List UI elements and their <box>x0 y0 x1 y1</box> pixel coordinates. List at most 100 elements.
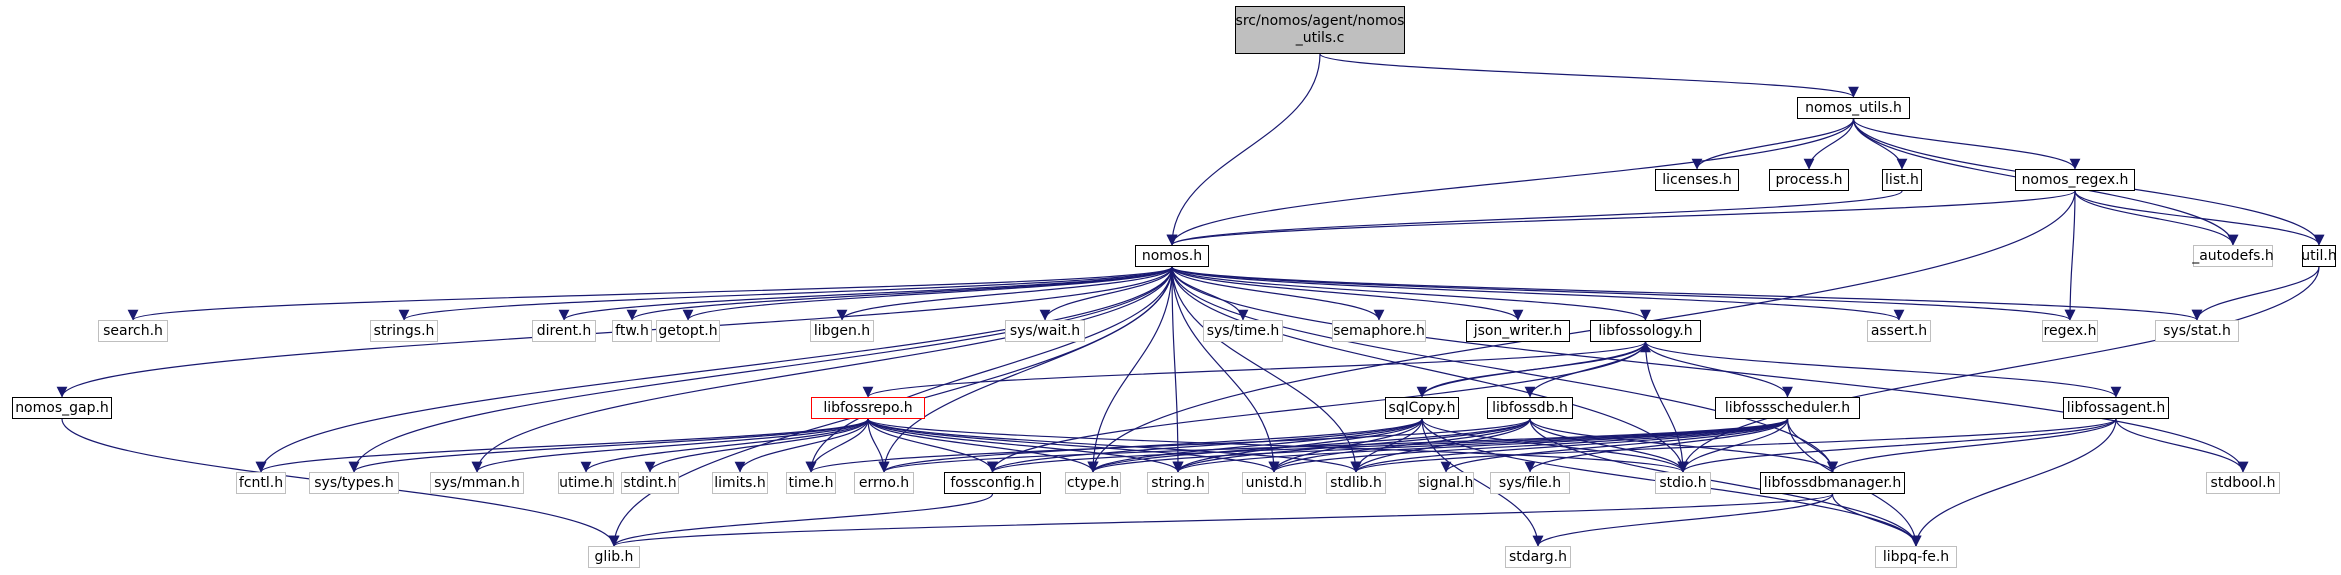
node-nomos[interactable]: nomos.h <box>1135 245 1209 267</box>
edge-util-to-stdio <box>1677 266 2320 473</box>
edge-nomos-to-json_writer <box>1171 266 1524 321</box>
edge-nomos-to-stdbool <box>1171 266 2249 473</box>
edge-libfossology-to-libfossrepo <box>862 341 1647 398</box>
node-stdio[interactable]: stdio.h <box>1655 472 1711 494</box>
node-process[interactable]: process.h <box>1769 169 1849 191</box>
node-ctype[interactable]: ctype.h <box>1065 472 1121 494</box>
node-getopt[interactable]: getopt.h <box>656 320 720 342</box>
edge-libfossscheduler-to-string <box>1172 418 1789 473</box>
node-signal[interactable]: signal.h <box>1418 472 1474 494</box>
node-fossconfig[interactable]: fossconfig.h <box>944 472 1041 494</box>
edge-libfossrepo-to-stdio <box>867 418 1689 473</box>
node-libfossdb[interactable]: libfossdb.h <box>1487 397 1573 419</box>
node-glib[interactable]: glib.h <box>588 546 640 568</box>
edge-nomos_utils-to-nomos_regex <box>1852 118 2081 170</box>
node-libgen[interactable]: libgen.h <box>810 320 874 342</box>
edge-sqlCopy-to-fossconfig <box>987 418 1423 473</box>
node-stdlib[interactable]: stdlib.h <box>1326 472 1386 494</box>
node-nomos-utils[interactable]: nomos_utils.h <box>1797 97 1910 119</box>
node-libfossscheduler[interactable]: libfossscheduler.h <box>1715 397 1860 419</box>
node-systypes[interactable]: sys/types.h <box>309 472 399 494</box>
edge-libfossscheduler-to-ctype <box>1087 418 1789 473</box>
edge-fossconfig-to-glib <box>608 493 994 547</box>
edge-libfossagent-to-libfossdbmanager <box>1827 418 2117 473</box>
edge-nomos_regex-to-ctype <box>1087 190 2076 473</box>
node-libfossrepo[interactable]: libfossrepo.h <box>811 397 925 419</box>
edge-libfossrepo-to-limits <box>734 418 869 473</box>
node-sysstat[interactable]: sys/stat.h <box>2155 320 2239 342</box>
node-errno[interactable]: errno.h <box>854 472 914 494</box>
edge-libfossscheduler-to-fossconfig <box>987 418 1789 473</box>
edge-libfossology-to-stdio <box>1644 341 1689 473</box>
edge-util-to-sysstat <box>2191 266 2320 321</box>
edge-libfossscheduler-to-sysfile <box>1524 418 1789 473</box>
node-libpqfe[interactable]: libpq-fe.h <box>1875 546 1957 568</box>
node-json-writer[interactable]: json_writer.h <box>1466 320 1570 342</box>
edge-libfossscheduler-to-unistd <box>1268 418 1789 473</box>
node-systime[interactable]: sys/time.h <box>1203 320 1283 342</box>
node-sysfile[interactable]: sys/file.h <box>1490 472 1570 494</box>
edge-nomos-to-fcntl <box>255 266 1173 473</box>
node-stdbool[interactable]: stdbool.h <box>2206 472 2280 494</box>
edge-nomos-to-libgen <box>836 266 1173 321</box>
edge-nomos_utils-to-process <box>1803 118 1855 170</box>
edge-libfossscheduler-to-libfossdbmanager <box>1786 418 1838 473</box>
edge-nomos_utils-to-licenses <box>1691 118 1855 170</box>
node-utime[interactable]: utime.h <box>558 472 614 494</box>
node-stdint[interactable]: stdint.h <box>621 472 679 494</box>
edge-nomos-to-sysmman <box>471 266 1173 473</box>
node-semaphore[interactable]: semaphore.h <box>1332 320 1426 342</box>
node-assert[interactable]: assert.h <box>1867 320 1931 342</box>
edge-libfossrepo-to-unistd <box>867 418 1280 473</box>
edge-libfossrepo-to-ctype <box>867 418 1099 473</box>
node-util[interactable]: util.h <box>2301 245 2337 267</box>
edge-nomos_regex-to-util <box>2074 190 2325 246</box>
node-ftw[interactable]: ftw.h <box>612 320 652 342</box>
node-syswait[interactable]: sys/wait.h <box>1005 320 1085 342</box>
node-dirent[interactable]: dirent.h <box>532 320 596 342</box>
edge-sqlCopy-to-libfossology <box>1421 341 1651 398</box>
node-licenses[interactable]: licenses.h <box>1655 169 1739 191</box>
node-time[interactable]: time.h <box>786 472 836 494</box>
node-sysmman[interactable]: sys/mman.h <box>430 472 524 494</box>
edge-libfossscheduler-to-stdlib <box>1350 418 1789 473</box>
node-sqlCopy[interactable]: sqlCopy.h <box>1385 397 1459 419</box>
edge-libfossdbmanager-to-libpqfe <box>1831 493 1922 547</box>
edge-libfossdb-to-libfossdbmanager <box>1529 418 1838 473</box>
node-string[interactable]: string.h <box>1147 472 1209 494</box>
node-search[interactable]: search.h <box>98 320 168 342</box>
node-fcntl[interactable]: fcntl.h <box>236 472 286 494</box>
edge-root-to-nomos <box>1166 53 1321 246</box>
node-libfossdbmanager[interactable]: libfossdbmanager.h <box>1760 472 1905 494</box>
node-root[interactable]: src/nomos/agent/nomos_utils.c <box>1235 6 1405 54</box>
edge-libfossrepo-to-utime <box>580 418 869 473</box>
node-limits[interactable]: limits.h <box>712 472 768 494</box>
node-regex[interactable]: regex.h <box>2042 320 2098 342</box>
node-libfossagent[interactable]: libfossagent.h <box>2063 397 2169 419</box>
edge-nomos_regex-to-regex <box>2064 190 2076 321</box>
node-nomos-regex[interactable]: nomos_regex.h <box>2015 169 2135 191</box>
edge-libfossology-to-libfossscheduler <box>1644 341 1793 398</box>
node-unistd[interactable]: unistd.h <box>1242 472 1306 494</box>
edge-libfossscheduler-to-errno <box>878 418 1789 473</box>
edge-nomos-to-string <box>1171 266 1184 473</box>
node-autodefs[interactable]: _autodefs.h <box>2192 245 2274 267</box>
edge-libfossrepo-to-stdint <box>644 418 869 473</box>
edge-nomos-to-strings <box>398 266 1173 321</box>
edge-nomos-to-semaphore <box>1171 266 1385 321</box>
edge-sqlCopy-to-stdio <box>1421 418 1689 473</box>
node-strings[interactable]: strings.h <box>370 320 438 342</box>
node-list[interactable]: list.h <box>1882 169 1922 191</box>
node-stdarg[interactable]: stdarg.h <box>1505 546 1571 568</box>
edge-nomos-to-time <box>805 266 1173 473</box>
edge-nomos_regex-to-nomos <box>1166 190 2076 246</box>
edge-libfossagent-to-stdio <box>1677 418 2117 473</box>
edge-root-to-nomos_utils <box>1319 53 1859 98</box>
edge-libfossology-to-fossconfig <box>987 341 1647 473</box>
edge-nomos_regex-to-autodefs <box>2074 190 2239 246</box>
edge-list-to-nomos <box>1166 190 1903 246</box>
edge-nomos_utils-to-list <box>1852 118 1908 170</box>
node-libfossology[interactable]: libfossology.h <box>1590 320 1701 342</box>
edge-nomos-to-libfossology <box>1171 266 1651 321</box>
node-nomos-gap[interactable]: nomos_gap.h <box>12 397 112 419</box>
